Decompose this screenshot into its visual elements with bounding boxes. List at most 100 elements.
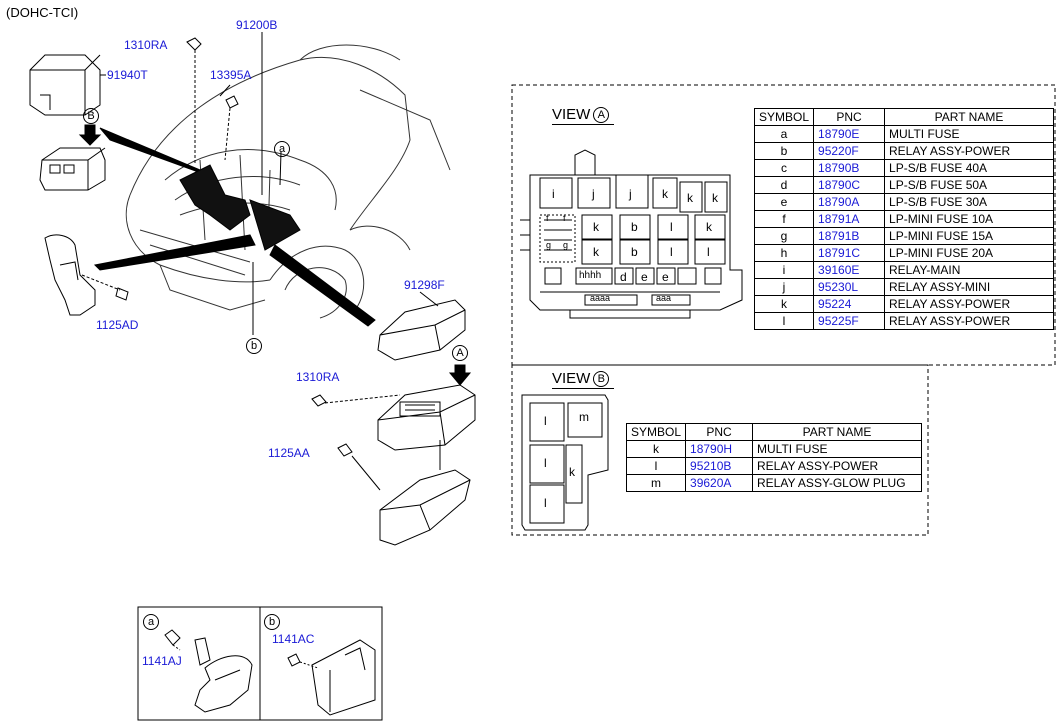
col-pnc: PNC <box>813 108 886 126</box>
symbol-cell: l <box>753 312 815 330</box>
col-pnc: PNC <box>685 423 754 441</box>
pnc-link[interactable]: 18790H <box>685 440 754 458</box>
box-letter: l <box>544 456 547 470</box>
box-letter: f <box>563 213 566 223</box>
symbol-cell: d <box>753 176 815 194</box>
view-a-circle: A <box>593 107 610 124</box>
lower-tray-drawing <box>379 440 471 546</box>
pnc-link[interactable]: 39160E <box>813 261 886 279</box>
col-symbol: SYMBOL <box>625 423 687 441</box>
symbol-cell: c <box>753 159 815 177</box>
view-a-underline <box>552 124 614 125</box>
bracket-1125AD-drawing <box>44 234 129 316</box>
col-part-name: PART NAME <box>884 108 1055 126</box>
pnc-link[interactable]: 18790A <box>813 193 886 211</box>
part-name-cell: LP-S/B FUSE 30A <box>884 193 1055 211</box>
pnc-link[interactable]: 18790E <box>813 125 886 143</box>
detail-b-drawing <box>287 639 376 716</box>
part-link-13395A[interactable]: 13395A <box>210 68 252 82</box>
symbol-cell: a <box>753 125 815 143</box>
box-letter: l <box>544 496 547 510</box>
pnc-link[interactable]: 95230L <box>813 278 886 296</box>
symbol-cell: h <box>753 244 815 262</box>
box-letter: k <box>593 220 599 234</box>
part-link-1141AJ[interactable]: 1141AJ <box>142 654 182 668</box>
view-b-frame <box>511 364 929 536</box>
box-letter: b <box>631 245 638 259</box>
pnc-link[interactable]: 39620A <box>685 474 754 492</box>
box-letter: l <box>544 414 547 428</box>
view-a-fuse-box-drawing <box>520 149 743 319</box>
box-letter: i <box>552 187 555 201</box>
callout-A: A <box>452 344 468 362</box>
part-name-cell: LP-MINI FUSE 10A <box>884 210 1055 228</box>
part-name-cell: MULTI FUSE <box>752 440 923 458</box>
box-letter: aaa <box>656 293 672 303</box>
pnc-link[interactable]: 95225F <box>813 312 886 330</box>
pnc-link[interactable]: 18790C <box>813 176 886 194</box>
box-letter: e <box>662 270 669 284</box>
part-link-1125AD[interactable]: 1125AD <box>96 318 139 332</box>
pnc-link[interactable]: 95224 <box>813 295 886 313</box>
part-link-91940T[interactable]: 91940T <box>107 68 148 82</box>
part-name-cell: RELAY ASSY-GLOW PLUG <box>752 474 923 492</box>
symbol-cell: m <box>625 474 687 492</box>
detail-a-circle: a <box>143 613 159 631</box>
part-name-cell: LP-MINI FUSE 20A <box>884 244 1055 262</box>
callout-a: a <box>274 140 290 158</box>
symbol-cell: k <box>625 440 687 458</box>
engine-label: (DOHC-TCI) <box>6 5 79 20</box>
box-letter: m <box>579 410 589 424</box>
part-name-cell: RELAY-MAIN <box>884 261 1055 279</box>
part-link-91200B[interactable]: 91200B <box>236 18 278 32</box>
pnc-link[interactable]: 18791C <box>813 244 886 262</box>
detail-a-drawing <box>164 629 253 713</box>
callout-b: b <box>246 337 262 355</box>
part-link-1125AA[interactable]: 1125AA <box>268 446 310 460</box>
box-letter: aaaa <box>590 293 611 303</box>
box-letter: g <box>546 240 552 250</box>
symbol-cell: f <box>753 210 815 228</box>
part-link-1310RA-mid[interactable]: 1310RA <box>296 370 340 384</box>
symbol-cell: g <box>753 227 815 245</box>
box-letter: l <box>707 245 710 259</box>
pnc-link[interactable]: 95210B <box>685 457 754 475</box>
box-letter: k <box>593 245 599 259</box>
part-name-cell: RELAY ASSY-POWER <box>752 457 923 475</box>
view-b-underline <box>552 388 614 389</box>
box-letter: j <box>592 187 595 201</box>
col-part-name: PART NAME <box>752 423 923 441</box>
view-b-box-drawing <box>521 394 609 531</box>
pnc-link[interactable]: 18791B <box>813 227 886 245</box>
col-symbol: SYMBOL <box>753 108 815 126</box>
part-link-1141AC[interactable]: 1141AC <box>272 632 315 646</box>
pnc-link[interactable]: 18790B <box>813 159 886 177</box>
callout-B: B <box>83 107 99 125</box>
pnc-link[interactable]: 95220F <box>813 142 886 160</box>
part-name-cell: RELAY ASSY-POWER <box>884 142 1055 160</box>
box-letter: e <box>641 270 648 284</box>
part-name-cell: LP-S/B FUSE 50A <box>884 176 1055 194</box>
box-letter: l <box>670 245 673 259</box>
symbol-cell: j <box>753 278 815 296</box>
pnc-link[interactable]: 18791A <box>813 210 886 228</box>
part-link-1310RA-top[interactable]: 1310RA <box>124 38 168 52</box>
box-letter: j <box>629 187 632 201</box>
cover-91298F-drawing <box>377 291 466 361</box>
part-link-91298F[interactable]: 91298F <box>404 278 445 292</box>
relay-box-drawing <box>311 384 476 491</box>
